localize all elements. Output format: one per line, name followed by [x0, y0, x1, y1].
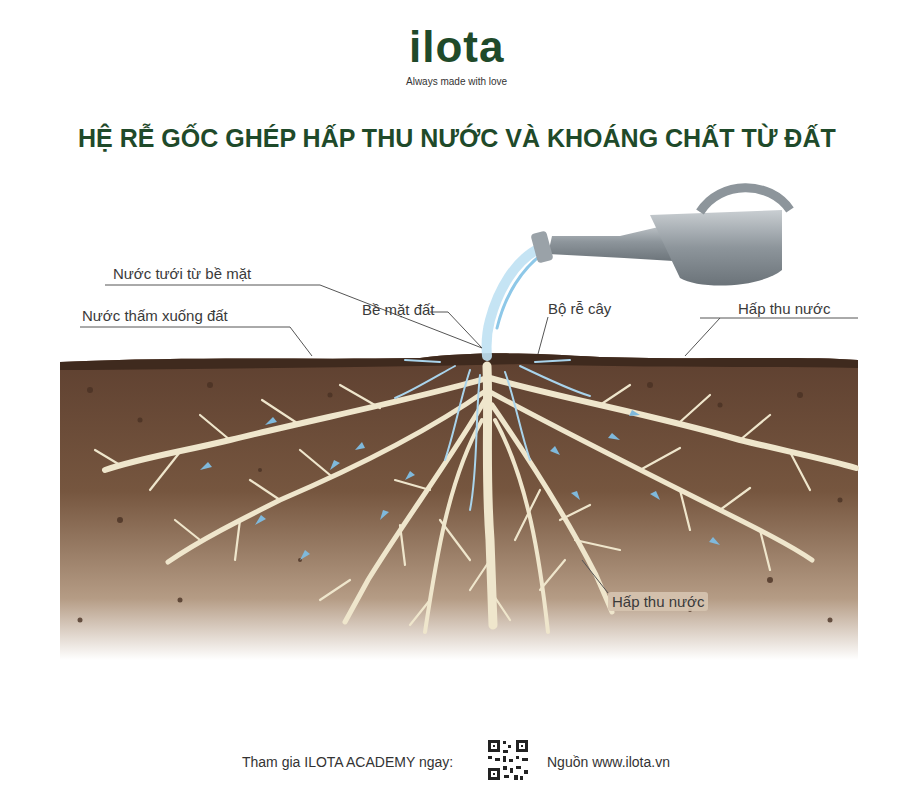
callout-label: Nước tưới từ bề mặt: [113, 265, 251, 282]
callout-label: Bộ rễ cây: [548, 300, 611, 317]
callout-label: Hấp thu nước: [608, 592, 708, 611]
brand-tagline: Always made with love: [406, 76, 507, 88]
brand-logo: ilota: [409, 22, 504, 73]
diagram-title: HỆ RỄ GỐC GHÉP HẤP THU NƯỚC VÀ KHOÁNG CH…: [78, 124, 836, 153]
callout-label: Bề mặt đất: [362, 301, 435, 318]
callout-label: Nước thấm xuống đất: [82, 307, 228, 324]
callout-label: Hấp thu nước: [738, 300, 830, 317]
footer-source: Nguồn www.ilota.vn: [547, 754, 670, 770]
footer-text: Tham gia ILOTA ACADEMY ngay:: [242, 754, 453, 770]
